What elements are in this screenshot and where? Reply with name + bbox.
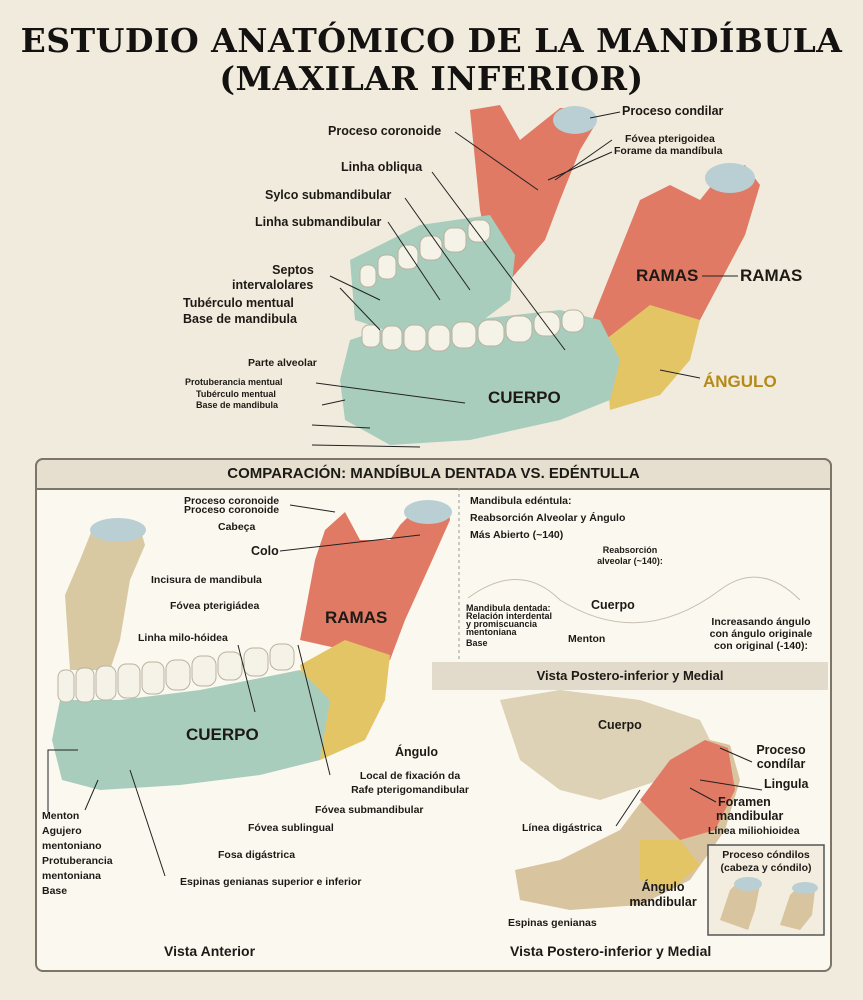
anterior-teeth [57,643,295,703]
label-menton: Menton [42,810,80,822]
label-angulo-anterior: Ángulo [395,745,439,759]
label-relacion-interdental: Relación interdental [466,611,553,621]
top-rear-condyle [553,106,597,134]
label-ramas-outer: RAMAS [740,266,803,285]
label-promiscuancia: y promiscuancia [466,619,538,629]
label-base-edentula: Base [466,638,488,648]
label-linha-milo-hoidea: Linha milo-hóidea [138,632,228,644]
label-reabsorcion-alveolar-angulo: Reabsorción Alveolar y Ángulo [470,512,626,524]
label-espinas-genianas-posterior: Espinas genianas [508,917,597,929]
label-fosa-digastrica: Fosa digástrica [218,849,296,861]
inset-condyle-left-head [734,877,762,891]
label-sylco-submandibular: Sylco submandibular [265,188,392,202]
label-ramas-anterior: RAMAS [325,608,388,627]
page-title: ESTUDIO ANATÓMICO DE LA MANDÍBULA [20,21,843,60]
label-cabeca: Cabeça [218,521,256,533]
label-mentoniana-edentula: mentoniana [466,627,517,637]
label-proceso-posterior: Proceso [756,743,806,757]
label-septos: Septos [272,263,314,277]
label-proceso-condilos: Proceso cóndilos [722,849,810,861]
anterior-body [52,670,330,790]
label-proceso-coronoide: Proceso coronoide [328,124,442,138]
label-intervalolares: intervalolares [232,278,314,292]
label-espinas-genianas-anterior: Espinas genianas superior e inferior [180,876,362,888]
top-far-body [350,215,515,335]
label-tuberculo-mentual-small: Tubérculo mentual [196,389,276,399]
label-tuberculo-mentual: Tubérculo mentual [183,296,294,310]
label-protuberancia-mentual: Protuberancia mentual [185,377,283,387]
label-lingula: Lingula [764,777,809,791]
anterior-right-condyle [404,500,452,524]
label-proceso-coronoide-a: Proceso coronoide [184,495,280,507]
label-mas-abierto: Más Abierto (~140) [470,529,564,541]
label-proceso-coronoide-b: Proceso coronoide [184,504,280,516]
label-agujero: Agujero [42,825,82,837]
label-fovea-pterigoidea: Fóvea pterigoidea [625,133,715,145]
label-reabsorcion: Reabsorción [602,545,658,555]
label-linea-digastrica: Línea digástrica [522,822,602,834]
label-angulo-originale: con ángulo originale [709,628,813,640]
label-increasando-angulo: Increasando ángulo [711,616,811,628]
label-colo: Colo [251,544,279,558]
inset-condyle-right-head [792,882,818,894]
caption-vista-anterior: Vista Anterior [164,943,256,959]
posterior-angle-yellow [640,840,700,890]
label-reabsorcion-alveolar: alveolar (~140): [597,556,663,566]
posterior-leader-lines [615,747,763,827]
label-fovea-submandibular: Fóvea submandibular [315,804,424,816]
posterior-subheader: Vista Postero-inferior y Medial [432,662,828,690]
label-base-mandibula-small: Base de mandibula [196,400,279,410]
label-condilar-posterior: condílar [756,757,806,771]
label-foramen-mandibular: mandibular [716,809,784,823]
posterior-ramus-red [640,740,735,840]
caption-vista-posterior: Vista Postero-inferior y Medial [510,943,712,959]
top-front-condyle [705,163,755,193]
label-mentoniano: mentoniano [42,840,102,852]
label-fovea-pterigiadea: Fóvea pterigiádea [170,600,260,612]
label-angulo-mandibular: mandibular [629,895,697,909]
label-base: Base [42,885,68,897]
label-foramen: Foramen [718,795,771,809]
label-con-original: con original (-140): [714,640,808,652]
label-fovea-sublingual: Fóvea sublingual [248,822,334,834]
label-mentoniana: mentoniana [42,870,101,882]
label-protuberancia: Protuberancia [42,855,113,867]
inset-condyle-left [720,880,760,930]
label-angulo-posterior: Ángulo [641,880,685,894]
label-proceso-condilar: Proceso condilar [622,104,724,118]
top-leader-lines [311,111,738,448]
label-cuerpo-anterior: CUERPO [186,725,259,744]
label-ramas-inner: RAMAS [636,266,699,285]
anterior-left-condyle [90,518,146,542]
top-angle-region [605,305,700,410]
label-angulo: ÁNGULO [703,372,777,391]
label-mandibula-dentada: Mandibula dentada: [466,603,551,613]
anterior-right-ramus [300,505,450,660]
label-forame-mandibula: Forame da mandíbula [614,145,723,157]
label-cuerpo-edentula: Cuerpo [591,598,635,612]
top-teeth [359,219,585,352]
label-linha-submandibular: Linha submandibular [255,215,382,229]
label-menton-edentula: Menton [568,633,606,645]
label-rafe-pterigomandibular: Rafe pterigomandibular [351,784,469,796]
label-parte-alveolar: Parte alveolar [248,357,317,369]
label-local-fixacion: Local de fixación da [359,770,461,782]
label-cuerpo-posterior: Cuerpo [598,718,642,732]
inset-condyle-right [780,885,815,930]
label-base-mandibula: Base de mandibula [183,312,297,326]
label-incisura-mandibula: Incisura de mandibula [151,574,262,586]
page-subtitle: (MAXILAR INFERIOR) [219,59,644,98]
label-cuerpo: CUERPO [488,388,561,407]
label-mandibula-edentula: Mandibula edéntula: [470,495,572,507]
edentula-wave [467,576,801,624]
anterior-left-ramus [65,522,145,670]
label-linha-obliqua: Linha obliqua [341,160,423,174]
label-cabeza-condilo: (cabeza y cóndilo) [720,862,812,874]
anterior-leader-lines [47,504,421,877]
label-linea-miliohioidea: Línea miliohioidea [708,825,800,837]
comparison-header: COMPARACIÓN: MANDÍBULA DENTADA VS. EDÉNT… [35,458,832,490]
